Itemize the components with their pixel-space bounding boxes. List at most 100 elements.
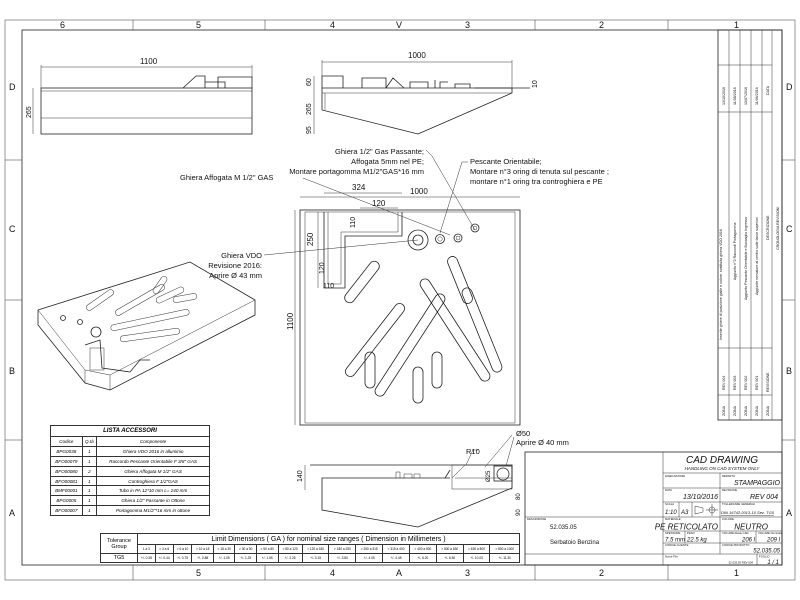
column-label: 2 [599, 20, 604, 30]
dim-d50: Ø50 [516, 429, 530, 438]
nome-file-label: Nome File [665, 555, 678, 559]
componente: Ghiera 1/2" Passante in Ottone [96, 495, 210, 507]
rev-header-descrizione: DESCRIZIONE [766, 215, 770, 240]
tolerance-table: Tolerance Group Limit Dimensions ( GA ) … [100, 533, 520, 563]
volume-reale: 206 l [741, 538, 756, 544]
reparto-label: REPARTO [722, 474, 736, 478]
note-ghiera-vdo: Aprire Ø 43 mm [209, 271, 262, 280]
dim-324: 324 [352, 183, 366, 192]
componente: Tubo in PA 12*10 mm L= 240 mm [96, 485, 210, 497]
dim-height: 265 [26, 106, 33, 118]
column-label: 4 [330, 568, 335, 578]
spessore-label: SPESSORE [665, 531, 681, 535]
rev-header-revisione: REVISIONE [766, 372, 770, 392]
dim-140: 140 [297, 470, 304, 482]
tolerance-range: > 800 a 1000 [489, 544, 520, 554]
section-view: 140 R10 Ø50 Aprire Ø 40 mm Ø25 80 90 [297, 429, 569, 528]
tolerance-range: > 250 a 315 [355, 544, 384, 554]
dim-110-horizontal: 110 [323, 283, 334, 290]
center-mark: V [396, 20, 402, 30]
row-label: A [9, 508, 15, 518]
codice: BPG0038 [50, 445, 83, 457]
codice-prodotto-label: CODICE PRODOTTO [722, 543, 750, 547]
tolerance-range: > 3 a 6 [154, 544, 174, 554]
rev-number: REV 004 [722, 376, 726, 390]
tolerance-range: > 180 a 250 [328, 544, 357, 554]
rev-description: Inserite ghiere di posizione gialle e co… [719, 229, 723, 340]
tolerance-range: > 6 a 10 [172, 544, 193, 554]
componente: Ghiera VDO 2016 in alluminio [96, 445, 210, 457]
qta: 1 [81, 475, 98, 487]
dim-height: 265 [306, 103, 313, 115]
codice-prodotto: 52.035.05 [753, 549, 780, 555]
tolerance-range: > 315 a 400 [382, 544, 410, 554]
header-componente: Componente [96, 436, 210, 447]
note-ghiera-vdo: Revisione 2016: [208, 261, 262, 270]
qta: 1 [81, 505, 98, 517]
rev-description: Aggiunto Pescante Orientabile e Boccagli… [744, 217, 748, 300]
qta: 2 [81, 465, 98, 477]
disegnatore-label: DISEGNATORE [665, 474, 685, 478]
column-label: 3 [465, 20, 470, 30]
column-label: 5 [196, 20, 201, 30]
dim-bottom: 95 [306, 126, 313, 134]
dim-80: 80 [516, 493, 522, 500]
data-label: DATA [665, 488, 672, 492]
revisione: REV 004 [750, 494, 778, 501]
tolerance-value: +/- 6.20 [408, 553, 437, 563]
tolerance-value: +/- 0.88 [191, 553, 214, 563]
isometric-view [37, 261, 256, 391]
peso: 22.5 kg [686, 538, 707, 544]
dim-90: 90 [516, 509, 522, 516]
tolerance-range: > 50 a 80 [255, 544, 279, 554]
spessore: 7.5 mm [665, 538, 685, 544]
tolleranze: DIN 16742:2013-10 Sez. TG5 [721, 510, 775, 515]
column-label: 1 [734, 568, 739, 578]
rev-zona: ZONA [733, 405, 737, 416]
rev-zona: ZONA [722, 405, 726, 416]
foglio-label: FOGLIO [759, 555, 770, 559]
stiffening-ribs [344, 256, 503, 404]
dim-d50-note: Aprire Ø 40 mm [516, 438, 569, 447]
note-pescante: montare n°1 oring tra controghiera e PE [470, 177, 603, 186]
bottom-mark: A [396, 568, 402, 578]
volume-nominale: 209 l [766, 538, 781, 544]
note-ghiera-passante: Affogata 5mm nel PE; [351, 157, 424, 166]
row-label: B [9, 366, 15, 376]
cad-drawing-subheading: HANDLING ON CAD SYSTEM ONLY [685, 466, 761, 471]
scala-label: SCALA [665, 502, 674, 506]
dim-length: 1100 [140, 57, 158, 66]
tolerance-value: +/- 2.25 [277, 553, 303, 563]
tolerance-value: +/- 4.45 [382, 553, 410, 563]
tolerance-value: +/- 0.75 [172, 553, 193, 563]
dim-top: 60 [306, 78, 313, 86]
cad-drawing-heading: CAD DRAWING [686, 455, 758, 466]
foglio: 1 / 1 [767, 560, 779, 566]
descrizione-label: DESCRIZIONE [527, 517, 546, 521]
column-label: 2 [599, 568, 604, 578]
tolerance-range: > 500 a 630 [435, 544, 464, 554]
dim-length: 1100 [286, 312, 295, 330]
codice: BFO00079 [50, 455, 83, 467]
rev-date: 13/07/2016 [744, 87, 748, 105]
row-label: C [786, 224, 793, 234]
colore-label: COLORE [722, 517, 734, 521]
tolerance-range: 1 a 3 [137, 544, 156, 554]
componente: Portagomma M1/2"*16 mm in ottone [96, 505, 210, 517]
qta: 1 [81, 495, 98, 507]
tolerance-value: +/- 3.80 [328, 553, 357, 563]
dim-side: 10 [532, 80, 539, 88]
rev-number: REV 001 [755, 376, 759, 390]
note-ghiera-passante: Ghiera 1/2" Gas Passante; [335, 147, 424, 156]
accessories-title: LISTA ACCESSORI [50, 425, 210, 437]
rev-number: REV 003 [733, 376, 737, 390]
tolerance-value: +/- 1.05 [212, 553, 236, 563]
descrizione: Serbatoio Benzina [550, 540, 600, 546]
scala: 1:10 [665, 510, 677, 516]
componente: Ghiera Affogata M 1/2" GAS [96, 465, 210, 477]
